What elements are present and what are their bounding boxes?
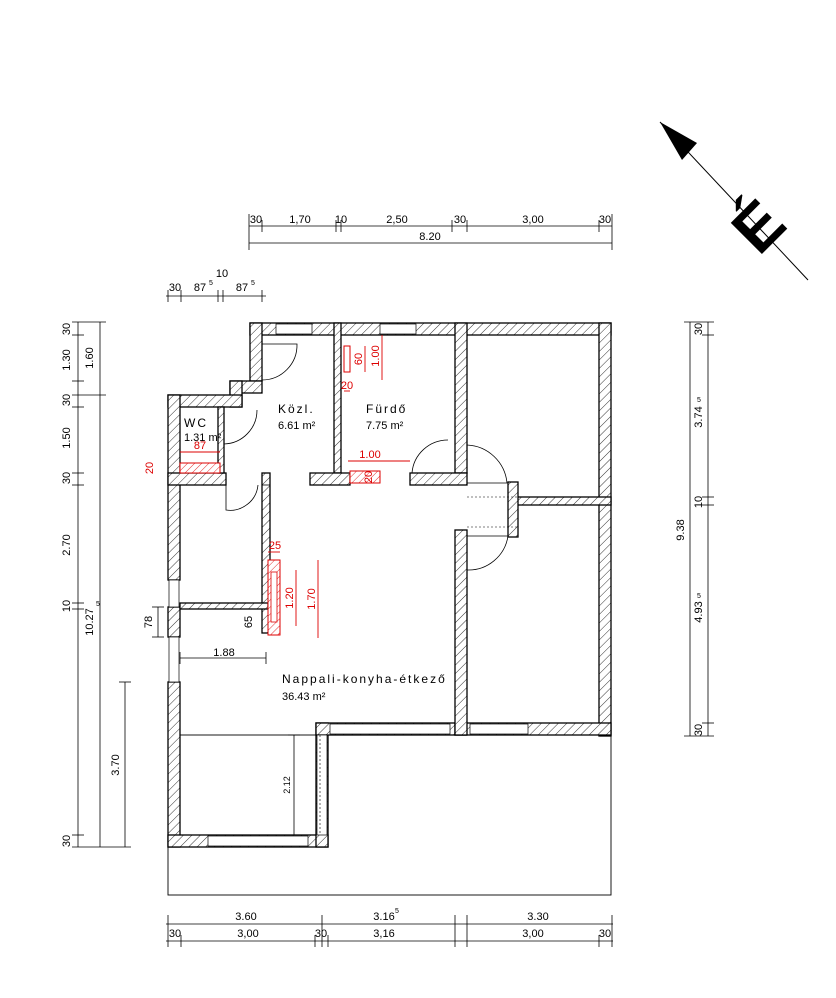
room-labels: WC 1.31 m² Közl. 6.61 m² Fürdő 7.75 m² N… (184, 402, 447, 703)
room-wc-name: WC (184, 416, 208, 430)
dim-bottom2-0: 30 (169, 928, 181, 940)
dim-left-mid-1: 10.27 (84, 608, 96, 636)
dim-bottom2-4: 3,00 (522, 928, 543, 940)
top-dimensions: 30 1,70 10 2,50 30 3,00 30 8.20 30 87 10… (166, 214, 613, 302)
dim-left-3: 1.50 (61, 427, 73, 448)
room-living-name: Nappali-konyha-étkező (282, 672, 447, 686)
dim-bottom2-5: 30 (599, 928, 611, 940)
dim-left-8: 65 (243, 616, 255, 628)
sup-0: 5 (209, 280, 213, 287)
dim-top-4: 30 (454, 214, 466, 226)
dim-red-4: 20 (144, 462, 156, 474)
dim-top-5: 3,00 (522, 214, 543, 226)
dim-bottom1-2: 3.30 (527, 911, 548, 923)
room-furdo-area: 7.75 m² (366, 420, 404, 432)
dim-top-total: 8.20 (419, 231, 440, 243)
dim-bottom2-1: 3,00 (237, 928, 258, 940)
room-furdo-name: Fürdő (366, 402, 407, 416)
dim-left-5: 2.70 (61, 534, 73, 555)
dim-bottom1-0: 3.60 (235, 911, 256, 923)
dim-bottom2-3: 3,16 (373, 928, 394, 940)
dim-red-8: 1.20 (284, 587, 296, 608)
dim-top-small-2: 10 (216, 268, 228, 280)
dim-right-4: 30 (693, 724, 705, 736)
dim-right-total: 9.38 (675, 519, 687, 540)
dim-top-0: 30 (250, 214, 262, 226)
dim-right-3: 4.93 (693, 601, 705, 622)
dim-red-1: 1.00 (370, 345, 382, 366)
walls (167, 322, 612, 848)
room-living-area: 36.43 m² (282, 691, 326, 703)
dim-left-mid-2: 3.70 (110, 754, 122, 775)
dim-left-1: 1.30 (61, 349, 73, 370)
dim-left-2: 30 (61, 394, 73, 406)
dim-top-small-3: 87 (236, 282, 248, 294)
red-fixtures (179, 345, 381, 636)
dim-bottom1-1: 3.16 (373, 911, 394, 923)
dim-left-0: 30 (61, 323, 73, 335)
north-arrow: É (659, 121, 809, 281)
dim-red-9: 1.70 (306, 588, 318, 609)
dim-red-2: 20 (341, 380, 353, 392)
dim-bottom2-2: 30 (315, 928, 327, 940)
bottom-dimensions: 3.60 3.16 3.30 30 3,00 30 3,16 3,00 30 5 (166, 908, 613, 947)
dim-top-small-1: 87 (194, 282, 206, 294)
dim-left-mid-3: 30 (61, 835, 73, 847)
sup-3: 5 (697, 397, 701, 404)
dim-left-4: 30 (61, 472, 73, 484)
dim-right-0: 30 (693, 323, 705, 335)
left-dimensions: 30 1.30 30 1.50 30 2.70 10 78 65 1.60 10… (61, 321, 300, 848)
dim-top-2: 10 (335, 214, 347, 226)
dim-misc-1: 2.12 (282, 776, 292, 794)
dim-right-2: 10 (693, 496, 705, 508)
sup-2: 5 (96, 601, 100, 608)
dim-top-small-0: 30 (169, 282, 181, 294)
dim-left-mid-0: 1.60 (84, 347, 96, 368)
dim-red-6: 20 (363, 471, 375, 483)
dim-top-6: 30 (599, 214, 611, 226)
dim-misc-0: 1.88 (213, 647, 234, 659)
red-dimensions: 60 1.00 20 87 20 1.00 20 25 1.20 1.70 (144, 335, 410, 638)
dim-left-7: 78 (143, 616, 155, 628)
dim-left-6: 10 (61, 600, 73, 612)
dim-top-1: 1,70 (289, 214, 310, 226)
room-kozl-area: 6.61 m² (278, 420, 316, 432)
dim-red-5: 1.00 (359, 449, 380, 461)
north-label: É (718, 186, 799, 267)
sup-4: 5 (697, 593, 701, 600)
room-wc-area: 1.31 m² (184, 432, 222, 444)
dim-red-7: 25 (269, 540, 281, 552)
room-kozl-name: Közl. (278, 402, 315, 416)
dim-right-1: 3.74 (693, 406, 705, 427)
doors (223, 343, 517, 835)
sup-1: 5 (251, 280, 255, 287)
right-dimensions: 30 3.74 10 4.93 30 9.38 5 5 (675, 321, 714, 737)
dim-red-3: 87 (194, 440, 206, 452)
terrace-outline (167, 734, 612, 896)
dim-top-3: 2,50 (386, 214, 407, 226)
dim-red-0: 60 (353, 353, 365, 365)
sup-5: 5 (395, 908, 399, 915)
